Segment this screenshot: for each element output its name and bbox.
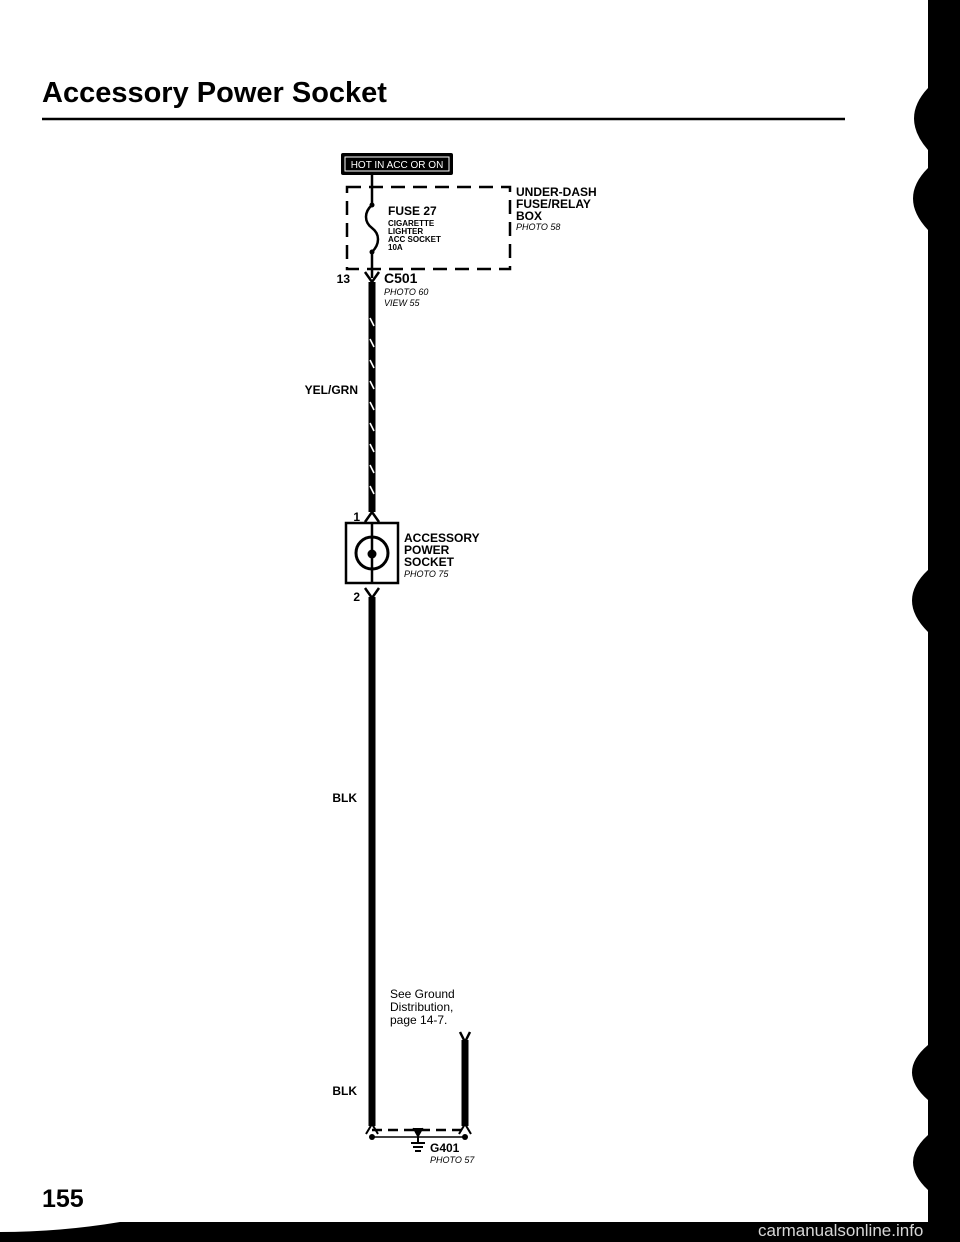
c501-view: VIEW 55 [384, 298, 421, 308]
wire-stripe [369, 422, 375, 432]
wire-stripe [369, 464, 375, 474]
wire-stripe [369, 443, 375, 453]
fuse-box-name-line1: UNDER-DASH [516, 185, 597, 199]
page-edge-bar [928, 0, 960, 1242]
wire-color-blk-1: BLK [332, 791, 357, 805]
fuse-desc-line2: LIGHTER [388, 227, 423, 236]
socket-center-contact [367, 549, 377, 559]
wire-color-yel-grn: YEL/GRN [305, 383, 358, 397]
thumb-tab-3 [912, 570, 928, 632]
thumb-tab-4 [912, 1045, 928, 1100]
hot-badge: HOT IN ACC OR ON [341, 153, 453, 175]
socket-pin-in: 1 [353, 510, 360, 524]
fuse-rating: 10A [388, 243, 403, 252]
ground-name: G401 [430, 1141, 460, 1155]
socket-name-line2: POWER [404, 543, 450, 557]
wire-stripe [369, 380, 375, 390]
socket-pin-out: 2 [353, 590, 360, 604]
thumb-tabs [912, 0, 960, 1242]
fuse-box-name-line3: BOX [516, 209, 542, 223]
socket-name-line1: ACCESSORY [404, 531, 480, 545]
fuse-box-name-line2: FUSE/RELAY [516, 197, 591, 211]
bottom-bar [0, 1222, 960, 1242]
yel-grn-wire-stripes [369, 317, 375, 495]
ground-tap [412, 1127, 424, 1139]
page-number: 155 [42, 1185, 84, 1213]
wire-stripe [369, 401, 375, 411]
fuse-terminal-top [369, 202, 375, 208]
socket-pin1-symbol [363, 509, 381, 523]
page-title: Accessory Power Socket [42, 77, 387, 109]
ground-bar-left-end [365, 1122, 379, 1135]
ground-note-line1: See Ground [390, 987, 455, 1001]
wire-color-blk-2: BLK [332, 1084, 357, 1098]
fuse-symbol [364, 204, 380, 253]
fuse-desc-line3: ACC SOCKET [388, 235, 441, 244]
fuse-box-outline [345, 185, 512, 271]
c501-photo: PHOTO 60 [384, 287, 428, 297]
socket-name-line3: SOCKET [404, 555, 455, 569]
c501-pin: 13 [337, 272, 351, 286]
fuse-box-photo: PHOTO 58 [516, 222, 560, 232]
thumb-tab-5 [913, 1135, 928, 1190]
ground-note-line3: page 14-7. [390, 1013, 447, 1027]
wire-stripe [369, 338, 375, 348]
yel-grn-wire [368, 282, 376, 512]
ground-bar-right-end [458, 1122, 472, 1135]
hot-badge-box [341, 153, 453, 175]
thumb-tab-2 [913, 168, 928, 230]
hot-badge-frame [344, 156, 450, 172]
wire-stripe [369, 317, 375, 327]
fuse-desc-line1: CIGARETTE [388, 219, 435, 228]
thumb-tab-1 [914, 88, 928, 150]
wire-stripe [369, 359, 375, 369]
ground-note-line2: Distribution, [390, 1000, 453, 1014]
socket-photo: PHOTO 75 [404, 569, 449, 579]
c501-name: C501 [384, 270, 418, 286]
socket-pin2-symbol [363, 587, 381, 601]
hot-badge-text: HOT IN ACC OR ON [351, 160, 444, 171]
fuse-name: FUSE 27 [388, 204, 437, 218]
ground-photo: PHOTO 57 [430, 1155, 475, 1165]
wire-stripe [369, 485, 375, 495]
watermark: carmanualsonline.info [758, 1221, 923, 1240]
